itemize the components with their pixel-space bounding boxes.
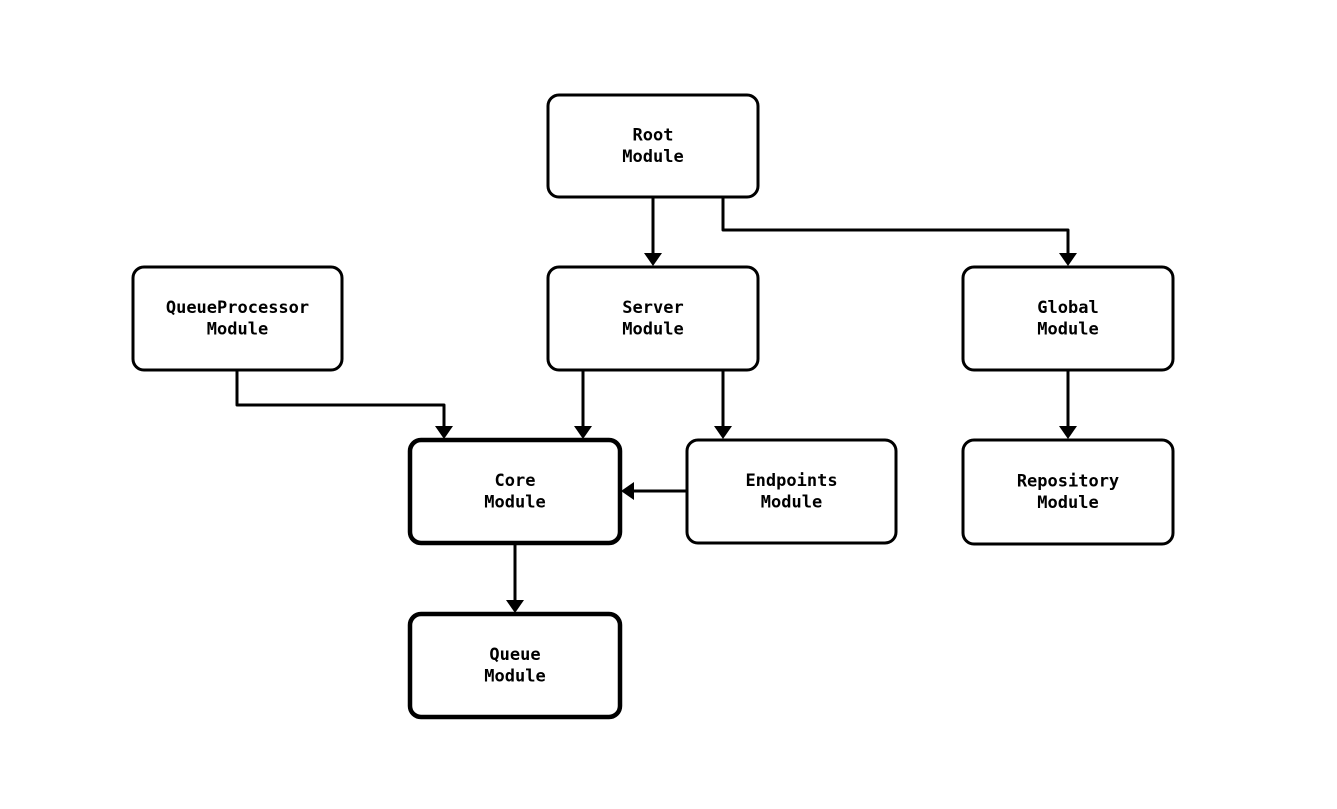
node-label-line1: QueueProcessor (166, 298, 309, 318)
node-label-line2: Module (484, 493, 545, 513)
arrow-head-icon (621, 482, 634, 500)
edges-layer (235, 197, 1077, 613)
arrow-head-icon (1059, 253, 1077, 266)
node-box[interactable] (407, 611, 623, 720)
node-label-line2: Module (622, 320, 683, 340)
node-label-line1: Global (1037, 298, 1098, 318)
node-label-line1: Repository (1017, 471, 1119, 491)
node-label-line2: Module (484, 667, 545, 687)
arrow-head-icon (435, 426, 453, 439)
arrow-head-icon (574, 426, 592, 439)
node-label-line1: Core (495, 471, 536, 491)
edge-root-to-server (644, 197, 662, 266)
node-box[interactable] (961, 265, 1175, 372)
node-box[interactable] (407, 437, 623, 546)
node-label-line2: Module (1037, 493, 1098, 513)
node-label-line1: Server (622, 298, 683, 318)
edge-endpoints-to-core (621, 482, 687, 500)
edge-server-to-core (574, 370, 592, 439)
edge-core-to-queue (506, 543, 524, 613)
edge-line (235, 370, 446, 429)
node-label-line1: Queue (489, 645, 540, 665)
arrow-head-icon (714, 426, 732, 439)
node-label-line2: Module (1037, 320, 1098, 340)
edge-queueprocessor-to-core (235, 370, 453, 439)
node-label-line2: Module (761, 493, 822, 513)
edge-global-to-repository (1059, 370, 1077, 439)
node-box[interactable] (685, 438, 898, 545)
edge-root-to-global (721, 197, 1077, 266)
edge-line (721, 197, 1070, 256)
node-label-line1: Endpoints (745, 471, 837, 491)
node-box[interactable] (546, 93, 760, 199)
edge-server-to-endpoints (714, 370, 732, 439)
node-box[interactable] (961, 438, 1175, 546)
node-label-line1: Root (633, 125, 674, 145)
arrow-head-icon (644, 253, 662, 266)
arrow-head-icon (1059, 426, 1077, 439)
node-box[interactable] (131, 265, 344, 372)
arrow-head-icon (506, 600, 524, 613)
node-label-line2: Module (622, 147, 683, 167)
node-label-line2: Module (207, 320, 268, 340)
node-box[interactable] (546, 265, 760, 372)
